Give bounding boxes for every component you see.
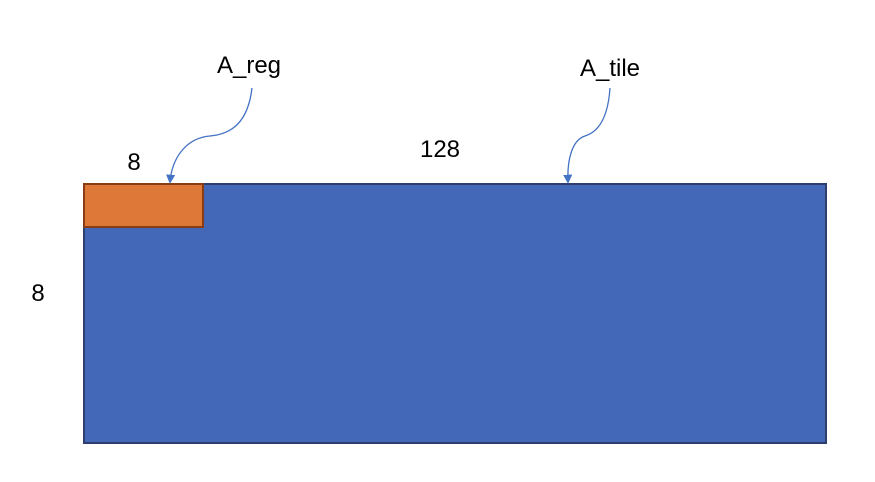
- reg-width-label: 8: [127, 149, 140, 176]
- a-reg-callout-arrow: [166, 87, 253, 184]
- a-tile-callout-arrow: [563, 87, 611, 184]
- a-reg-label: A_reg: [217, 52, 281, 79]
- a-tile-label: A_tile: [580, 55, 640, 82]
- tile-height-label: 8: [31, 280, 44, 307]
- a-reg-block: [83, 183, 204, 228]
- tile-width-label: 128: [420, 136, 460, 163]
- a-tile-block: [83, 183, 827, 444]
